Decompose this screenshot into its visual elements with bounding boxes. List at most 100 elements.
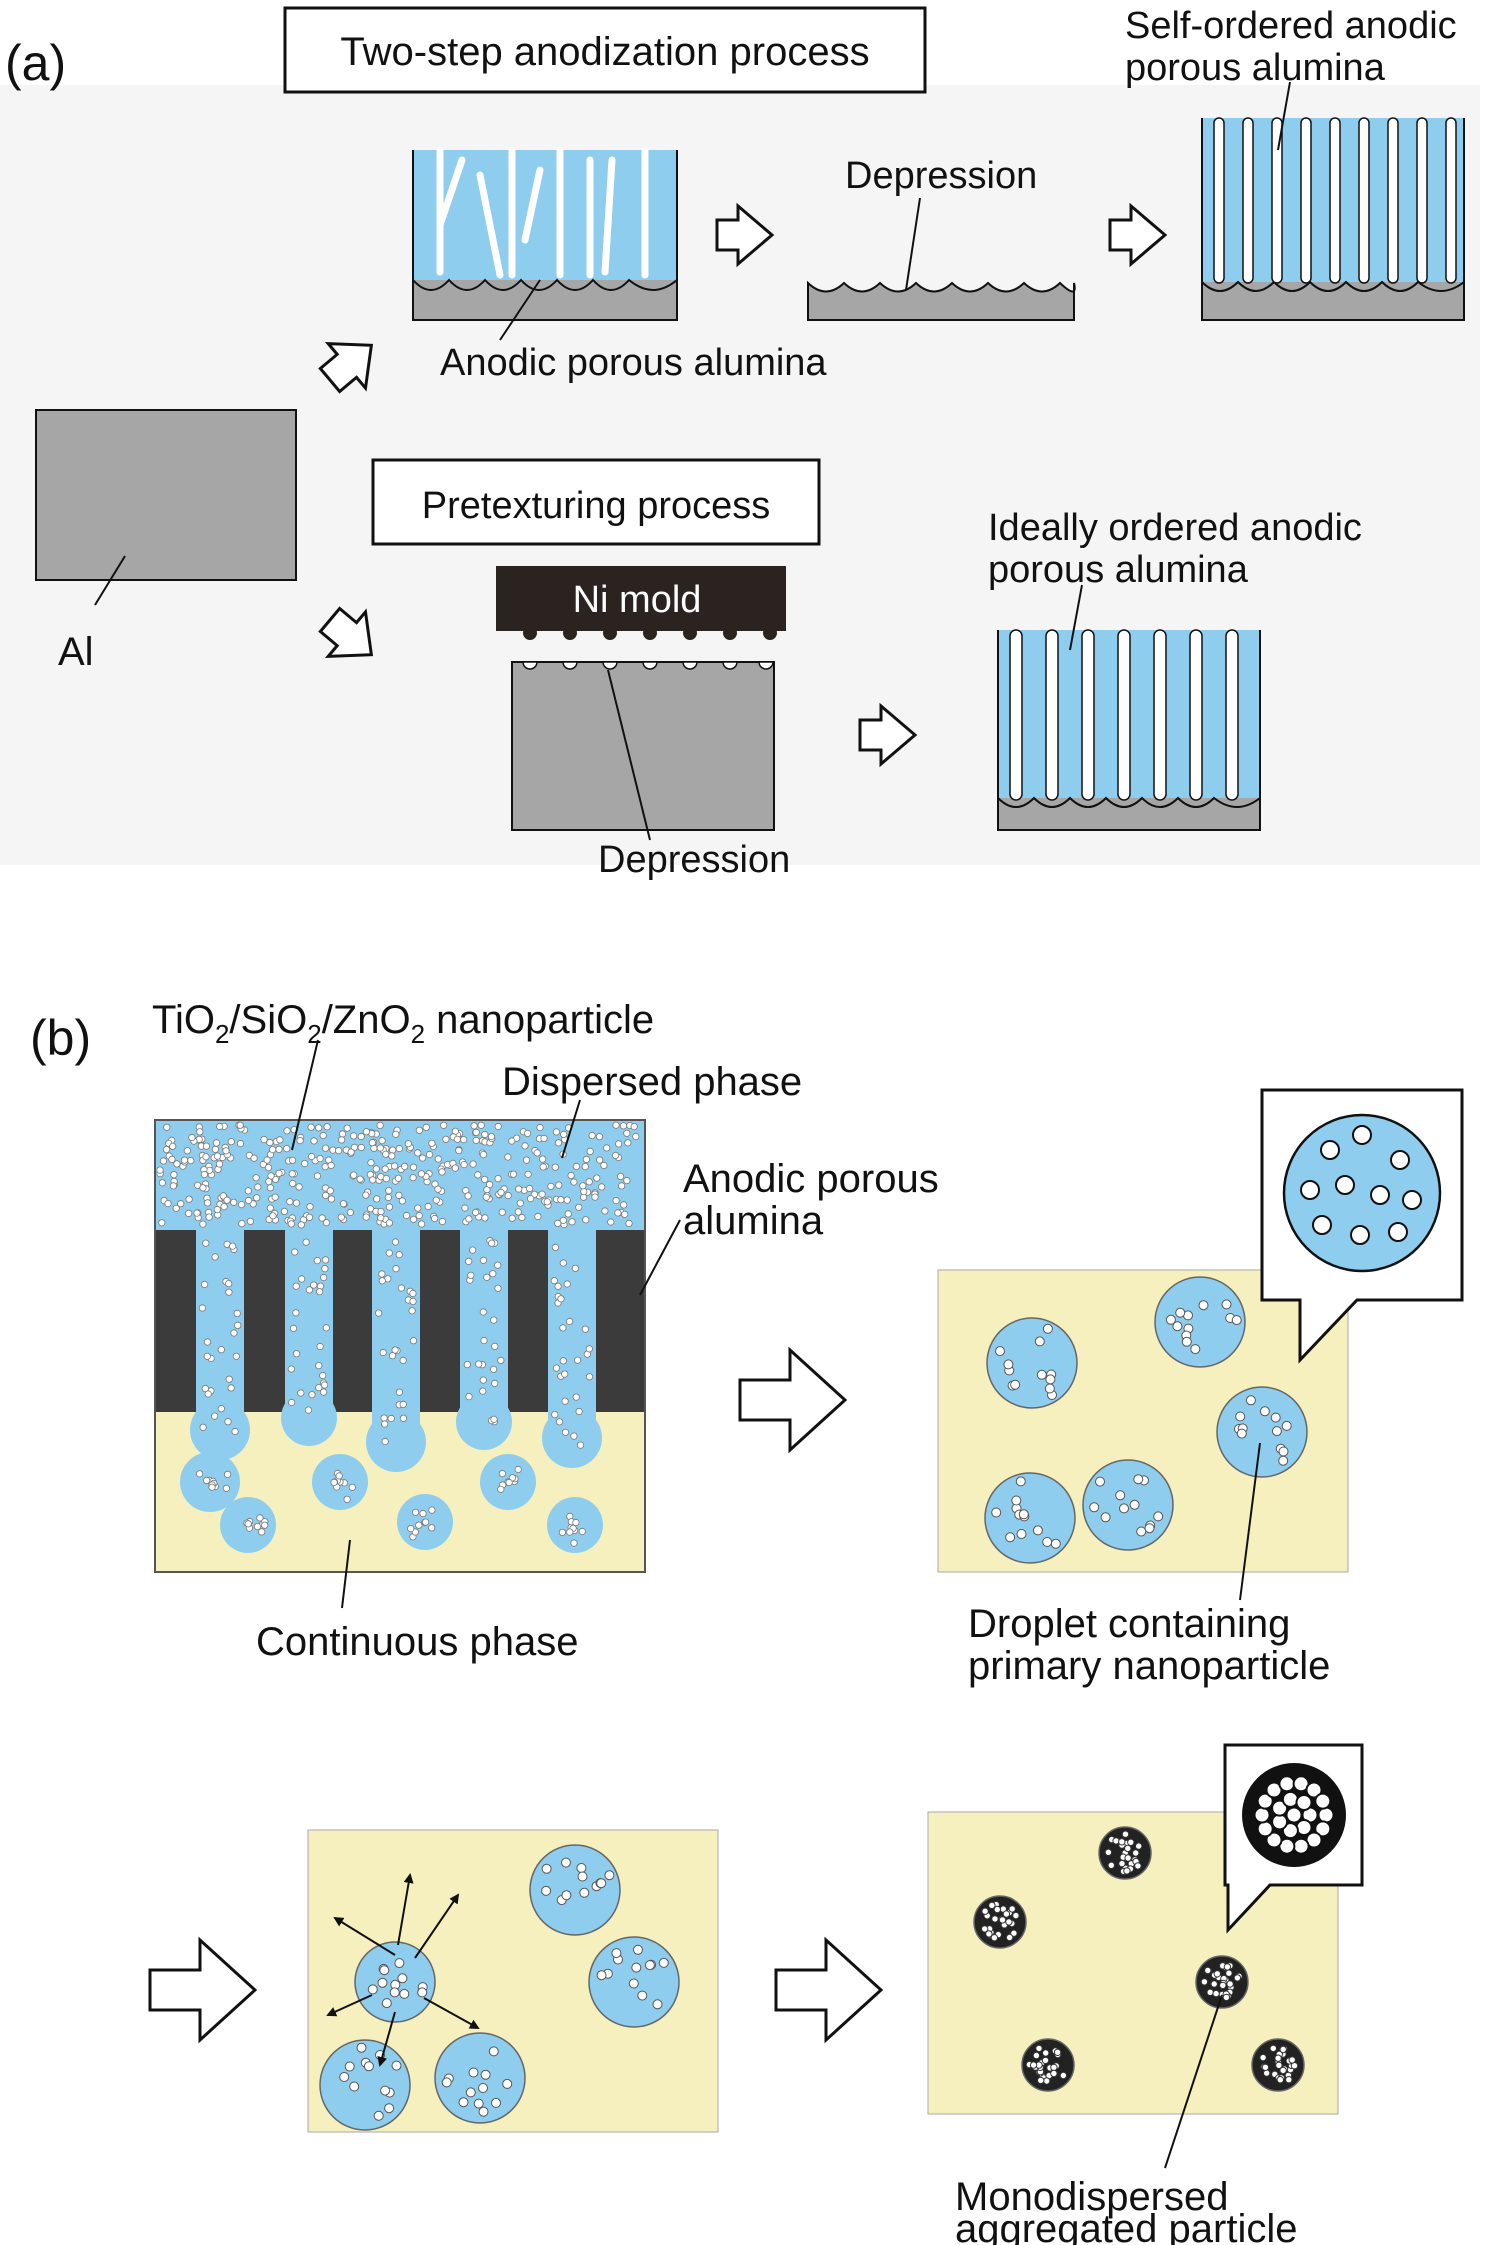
nanoparticle-dot xyxy=(380,1414,388,1422)
nanoparticle-dot xyxy=(238,1220,246,1228)
nanoparticle-dot xyxy=(1300,1180,1320,1200)
nanoparticle-dot xyxy=(1036,1369,1047,1380)
nanoparticle-dot xyxy=(348,1483,356,1491)
two-step-title-box xyxy=(283,6,927,94)
nanoparticle-dot xyxy=(343,1124,351,1132)
nanoparticle-dot xyxy=(205,1213,213,1221)
nanoparticle-dot xyxy=(158,1219,166,1227)
nanoparticle-dot xyxy=(1278,1775,1296,1793)
nanoparticle-dot xyxy=(1279,2045,1287,2054)
nanoparticle-dot xyxy=(604,1870,615,1881)
nanoparticle-dot xyxy=(208,1483,216,1491)
depression-block xyxy=(807,280,1076,321)
nanoparticle-dot xyxy=(1370,1185,1390,1205)
nanoparticle-dot xyxy=(1261,2063,1270,2072)
nanoparticle-dot xyxy=(388,1152,396,1160)
nanoparticle-dot xyxy=(289,1179,297,1188)
nanoparticle-dot xyxy=(244,1187,252,1195)
nanoparticle-dot xyxy=(164,1200,172,1208)
nanoparticle-dot xyxy=(494,1175,502,1183)
nanoparticle-dot xyxy=(577,1871,588,1882)
nanoparticle-dot xyxy=(258,1528,266,1536)
nanoparticle-dot xyxy=(541,1885,552,1896)
nanoparticle-dot xyxy=(316,1342,324,1351)
nanoparticle-dot xyxy=(283,1145,291,1153)
nanoparticle-dot xyxy=(378,1270,386,1278)
nanoparticle-dot xyxy=(1053,2048,1062,2057)
nanoparticle-dot xyxy=(479,1387,487,1395)
nanoparticle-dot xyxy=(233,1309,241,1318)
nanoparticle-dot xyxy=(652,1999,663,2010)
shrinking-droplet xyxy=(529,1844,621,1936)
nanoparticle-dot xyxy=(292,1350,301,1358)
nanoparticle-dot xyxy=(382,1150,390,1158)
nanoparticle-dot xyxy=(225,1288,233,1296)
nanoparticle-dot xyxy=(490,1415,498,1423)
nanoparticle-dot xyxy=(200,1170,208,1179)
nanoparticle-dot xyxy=(292,1282,300,1290)
nanoparticle-dot xyxy=(196,1128,204,1136)
nanoparticle-dot xyxy=(497,1188,505,1197)
nanoparticle-dot xyxy=(349,2081,360,2092)
nanoparticle-dot xyxy=(315,1288,324,1296)
nanoparticle-dot xyxy=(357,1143,365,1152)
nanoparticle-dot xyxy=(384,2103,395,2114)
nanoparticle-dot xyxy=(305,1213,314,1221)
shrinking-droplet xyxy=(319,2039,411,2131)
nanoparticle-dot xyxy=(368,1139,376,1147)
nanoparticle-dot xyxy=(1181,1336,1192,1347)
nanoparticle-dot xyxy=(1018,1509,1029,1520)
nanoparticle-dot xyxy=(288,1170,296,1178)
nanoparticle-dot xyxy=(339,2072,350,2082)
nanoparticle-dot xyxy=(162,1145,171,1154)
nanoparticle-dot xyxy=(1305,1781,1323,1799)
nanoparticle-dot xyxy=(253,1523,262,1531)
arrow-down-diagonal xyxy=(318,606,374,658)
nanoparticle-dot xyxy=(198,1304,206,1312)
nanoparticle-dot xyxy=(230,1329,238,1337)
nanoparticle-dot xyxy=(582,1155,591,1164)
droplet xyxy=(1154,1276,1246,1368)
nanoparticle-dot xyxy=(478,2106,489,2117)
nanoparticle-dot xyxy=(612,1197,620,1205)
nanoparticle-dot xyxy=(558,1528,567,1536)
nanoparticle-dot xyxy=(460,1136,468,1144)
nanoparticle-dot xyxy=(508,1137,516,1145)
nanoparticle-dot xyxy=(1121,1830,1130,1838)
nanoparticle-dot xyxy=(1225,1969,1233,1977)
nanoparticle-dot xyxy=(505,1478,513,1487)
nanoparticle-dot xyxy=(246,1217,254,1225)
nanoparticle-dot xyxy=(1190,1344,1201,1355)
nanoparticle-dot xyxy=(465,1215,473,1223)
nanoparticle-dot xyxy=(1265,1831,1283,1849)
nanoparticle-dot xyxy=(1281,1420,1292,1431)
textured-al-block xyxy=(511,661,775,831)
nanoparticle-dot xyxy=(494,1122,502,1131)
nanoparticle-dot xyxy=(1042,1323,1053,1334)
nanoparticle-dot xyxy=(318,1214,326,1222)
mono-label-line2: aggregated particle xyxy=(955,2207,1297,2245)
nanoparticle-dot xyxy=(289,1324,298,1333)
nanoparticle-dot xyxy=(552,1364,561,1372)
nanoparticle-dot xyxy=(315,1384,323,1392)
self-ordered-alumina-block xyxy=(1201,117,1465,321)
nanoparticle-dot xyxy=(185,1209,193,1218)
nanoparticle-dot xyxy=(593,1174,601,1182)
nanoparticle-dot xyxy=(479,1151,488,1159)
nanoparticle-dot xyxy=(287,1220,295,1228)
nanoparticle-dot xyxy=(471,1208,480,1217)
nanoparticle-dot xyxy=(552,1128,561,1136)
nanoparticle-dot xyxy=(488,2046,499,2057)
nanoparticle-dot xyxy=(254,1183,262,1191)
nanoparticle-dot xyxy=(350,1143,358,1151)
nanoparticle-dot xyxy=(217,1405,225,1413)
nanoparticle-dot xyxy=(321,1265,329,1273)
nanoparticle-dot xyxy=(286,1198,294,1206)
nanoparticle-dot xyxy=(644,1960,655,1971)
nanoparticle-dot xyxy=(379,1348,387,1357)
nanoparticle-dot xyxy=(611,1151,620,1160)
self-ordered-leader xyxy=(1277,81,1291,151)
aggregated-leader xyxy=(1164,1994,1223,2169)
nanoparticle-dot xyxy=(275,1169,283,1177)
nanoparticle-dot xyxy=(600,1161,608,1170)
